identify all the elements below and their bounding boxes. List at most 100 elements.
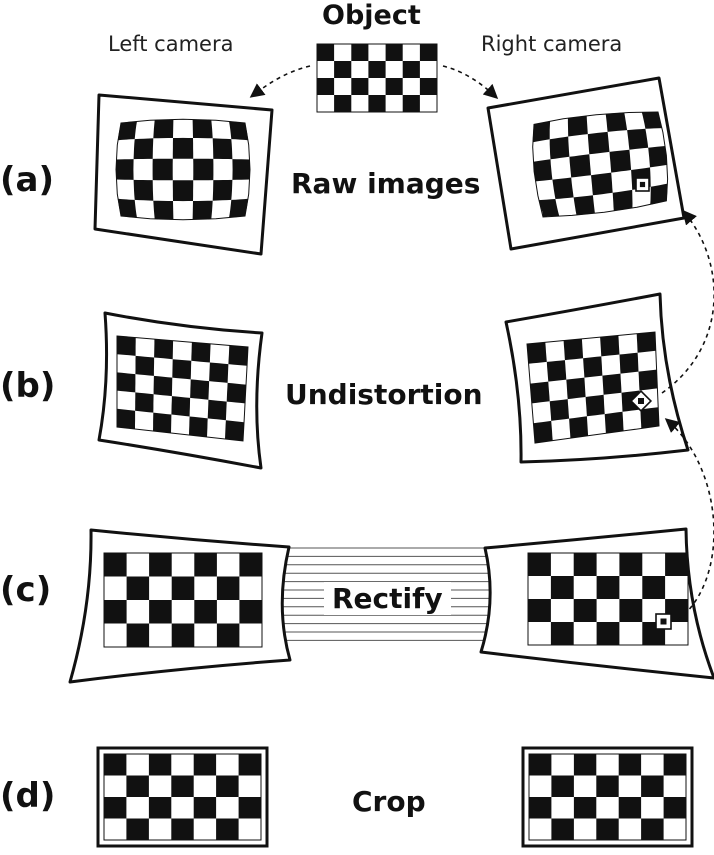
checker-square: [171, 576, 195, 600]
checker-square: [153, 119, 174, 139]
checker-square: [402, 95, 420, 112]
checker-square: [551, 775, 574, 797]
checker-square: [126, 818, 149, 840]
checker-square: [171, 818, 194, 840]
checker-square: [216, 623, 240, 647]
checker-square: [126, 623, 150, 647]
checker-square: [126, 576, 150, 600]
checker-square: [641, 112, 662, 129]
checker-square: [583, 356, 603, 378]
checker-square: [153, 412, 172, 433]
checker-square: [600, 335, 620, 357]
checker-square: [133, 138, 154, 160]
checker-square: [585, 394, 605, 417]
checker-square: [546, 360, 567, 382]
checker-square: [663, 754, 686, 776]
checker-square: [573, 599, 597, 622]
checker-square: [189, 416, 208, 437]
checker-square: [573, 754, 597, 776]
checker-square: [641, 818, 664, 840]
checker-square: [239, 553, 262, 577]
checker-square: [334, 95, 352, 112]
checker-square: [216, 818, 239, 840]
checker-square: [627, 128, 649, 150]
checker-square: [194, 600, 217, 624]
left-raw-checkerboard-outline: [115, 118, 251, 221]
checker-square: [587, 131, 610, 155]
checker-square: [528, 599, 551, 622]
checker-square: [648, 146, 668, 168]
checker-square: [596, 576, 620, 599]
checker-square: [532, 121, 551, 143]
checker-square: [104, 754, 127, 776]
checker-square: [663, 797, 686, 819]
checker-square: [619, 599, 643, 622]
checker-square: [190, 379, 210, 400]
checker-square: [549, 399, 570, 421]
checker-square: [148, 797, 172, 819]
object-title: Object: [322, 0, 421, 31]
right-undist-checkerboard: [526, 331, 660, 444]
checker-square: [551, 818, 574, 840]
checker-square: [552, 177, 574, 199]
checker-square: [334, 61, 352, 78]
checker-square: [117, 198, 137, 218]
checker-square: [530, 381, 550, 404]
checker-square: [171, 396, 191, 417]
checker-square: [573, 195, 595, 216]
checker-square: [239, 600, 262, 624]
checker-square: [567, 115, 588, 137]
checker-square: [117, 336, 136, 356]
checker-square: [533, 159, 553, 182]
left-raw-checkerboard: [115, 118, 251, 221]
checker-square: [192, 200, 213, 220]
checker-square: [212, 179, 233, 201]
checker-square: [665, 553, 688, 576]
checker-square: [650, 183, 668, 205]
right-crop-checkerboard: [528, 753, 687, 841]
checker-square: [117, 408, 136, 429]
step-crop: Crop: [352, 785, 426, 818]
checker-square: [566, 377, 586, 400]
checker-square: [533, 420, 553, 443]
checker-square: [529, 754, 552, 776]
checker-square: [351, 44, 369, 61]
checker-square: [104, 553, 127, 577]
checker-square: [172, 359, 192, 380]
step-undistortion: Undistortion: [285, 378, 483, 411]
checker-square: [171, 623, 195, 647]
right-raw-marker-dot: [639, 181, 646, 188]
checker-square: [226, 382, 246, 404]
left-undist-checkerboard: [116, 335, 249, 442]
checker-square: [596, 775, 619, 797]
checker-square: [642, 576, 666, 599]
checker-square: [619, 553, 643, 576]
checker-square: [351, 78, 369, 95]
left-crop-checkerboard: [103, 753, 262, 841]
checker-square: [539, 199, 560, 217]
right-rect-checkerboard: [527, 552, 689, 646]
checker-square: [569, 416, 589, 439]
checker-square: [193, 158, 214, 181]
checker-square: [618, 754, 642, 776]
step-rectify: Rectify: [324, 582, 451, 615]
checker-square: [573, 797, 597, 819]
checker-square: [596, 622, 620, 645]
checker-square: [126, 775, 149, 797]
checker-square: [612, 189, 633, 211]
checker-square: [317, 78, 335, 95]
checker-square: [238, 754, 261, 776]
checker-square: [419, 44, 437, 61]
checker-square: [194, 553, 217, 577]
checker-square: [563, 338, 584, 361]
checker-square: [225, 420, 244, 441]
checker-square: [152, 158, 173, 181]
checker-square: [133, 179, 154, 201]
checker-square: [638, 369, 658, 391]
checker-square: [402, 61, 420, 78]
checker-square: [569, 154, 591, 178]
arrow-b-to-a: [661, 209, 714, 394]
checker-square: [618, 797, 642, 819]
right-camera-label: Right camera: [481, 32, 623, 56]
